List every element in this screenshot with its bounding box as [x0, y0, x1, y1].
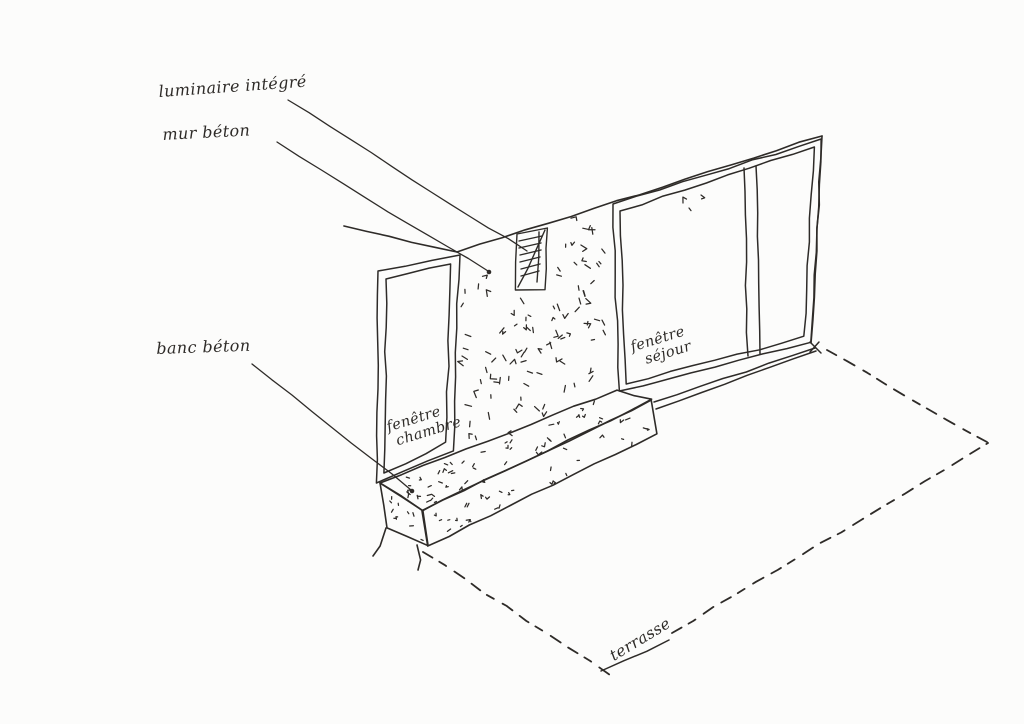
label-banc-beton: banc béton: [155, 335, 251, 358]
concrete-stipples: [389, 194, 706, 542]
terrasse-underline: [600, 639, 670, 672]
luminaire-niche: [514, 227, 549, 291]
leader-lines: [251, 99, 528, 494]
terrace-outline: [422, 349, 989, 676]
bench: [372, 389, 658, 571]
window-sejour: [612, 138, 822, 410]
window-chambre: [375, 254, 461, 484]
